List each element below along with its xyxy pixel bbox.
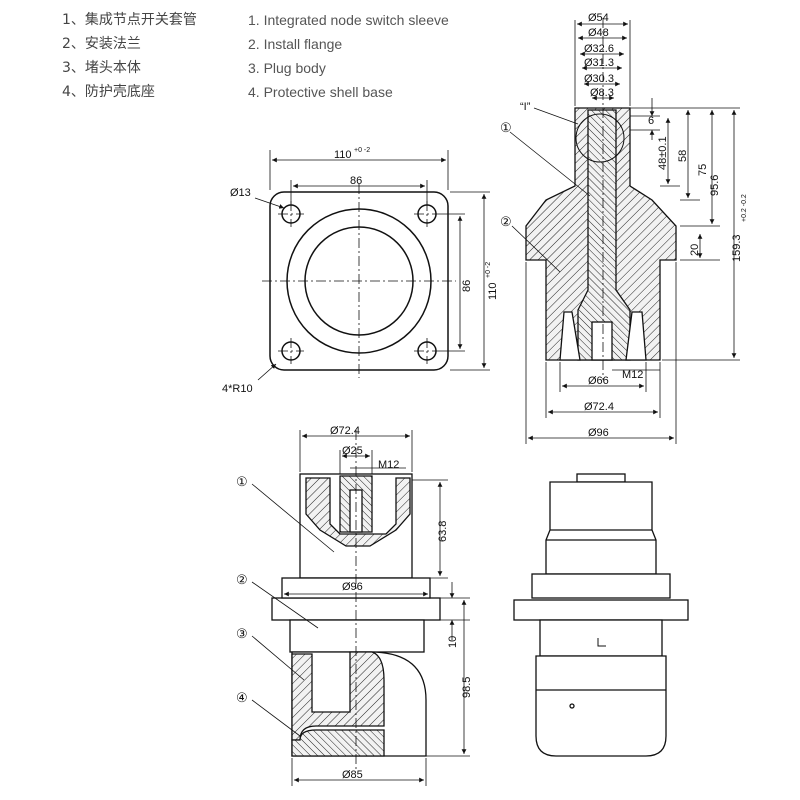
section-bottom-cavity	[559, 311, 647, 361]
dim-h159-3-tol: +0.2 -0.2	[741, 194, 748, 222]
detail-circle-i	[575, 113, 625, 163]
callout-3-assembly: ③	[236, 626, 248, 641]
m12-thread-hole	[591, 321, 613, 361]
ext-sleeve	[545, 481, 657, 575]
callout-2-section: ②	[500, 214, 512, 229]
dim-d30-3: Ø30.3	[584, 73, 614, 85]
ext-flange-plate	[513, 599, 689, 621]
assembly-section-view	[251, 430, 470, 786]
ext-top-cap	[576, 473, 626, 483]
base-hatched	[291, 729, 385, 757]
detail-mark-i: “I”	[520, 101, 531, 113]
ext-keyway	[597, 638, 606, 647]
dim-d8-3: Ø8.3	[590, 87, 614, 99]
ext-flange-hub	[531, 573, 671, 599]
legend-en-item-2: 2. Install flange	[248, 36, 343, 52]
flange-width-tol: +0 -2	[354, 147, 370, 154]
dim-d32-6: Ø32.6	[584, 43, 614, 55]
legend-english: 1. Integrated node switch sleeve 2. Inst…	[248, 8, 449, 104]
dim-h58: 58	[677, 150, 689, 162]
external-view	[513, 473, 689, 757]
ext-flange-lower	[539, 619, 663, 657]
dim-h75: 75	[697, 164, 709, 176]
legend-en-item-1: 1. Integrated node switch sleeve	[248, 12, 449, 28]
flange-lower	[289, 619, 425, 653]
asm-d25: Ø25	[342, 445, 363, 457]
flange-height-label: 110	[487, 282, 499, 300]
flange-width-label: 110	[334, 149, 352, 161]
legend-cn-item-1: 1、集成节点开关套管	[62, 12, 197, 28]
dim-d66: Ø66	[588, 375, 609, 387]
asm-h10: 10	[447, 636, 459, 648]
legend-cn-item-4: 4、防护壳底座	[62, 84, 155, 100]
asm-m12: M12	[378, 459, 399, 471]
asm-d85: Ø85	[342, 769, 363, 781]
ext-plug-body	[535, 655, 667, 757]
asm-d96: Ø96	[342, 581, 363, 593]
section-view	[509, 18, 740, 444]
flange-height-tol: +0 -2	[485, 262, 492, 278]
asm-d72-4: Ø72.4	[330, 425, 360, 437]
dim-d31-3: Ø31.3	[584, 57, 614, 69]
dim-d96: Ø96	[588, 427, 609, 439]
callout-1-section: ①	[500, 120, 512, 135]
callout-4-assembly: ④	[236, 690, 248, 705]
legend-cn-item-3: 3、堵头本体	[62, 60, 141, 76]
flange-corner-radius: 4*R10	[222, 383, 253, 395]
dim-d54: Ø54	[588, 12, 609, 24]
asm-h98-5: 98.5	[461, 677, 473, 698]
dim-d48: Ø48	[588, 27, 609, 39]
dim-d72-4: Ø72.4	[584, 401, 614, 413]
plug-body-hatched	[291, 651, 385, 741]
legend-en-item-3: 3. Plug body	[248, 60, 326, 76]
ext-small-hole	[569, 703, 575, 709]
dim-m12: M12	[622, 369, 643, 381]
callout-1-assembly: ①	[236, 474, 248, 489]
sleeve-hatched-cap	[305, 477, 411, 547]
flange-bolt-spacing-side: 86	[461, 280, 473, 292]
dim-h95-6: 95.6	[709, 175, 721, 196]
callout-2-assembly: ②	[236, 572, 248, 587]
dim-h20: 20	[689, 244, 701, 256]
dim-h48: 48±0.1	[657, 136, 669, 170]
dim-h159-3: 159.3	[731, 234, 743, 262]
asm-h63-8: 63.8	[437, 521, 449, 542]
dim-h6: 6	[648, 115, 654, 127]
legend-cn-item-2: 2、安装法兰	[62, 36, 141, 52]
flange-top-view	[254, 150, 490, 381]
flange-bolt-spacing-top: 86	[350, 175, 362, 187]
legend-chinese: 1、集成节点开关套管 2、安装法兰 3、堵头本体 4、防护壳底座	[62, 8, 197, 104]
flange-hole-diameter: Ø13	[230, 187, 251, 199]
legend-en-item-4: 4. Protective shell base	[248, 84, 393, 100]
